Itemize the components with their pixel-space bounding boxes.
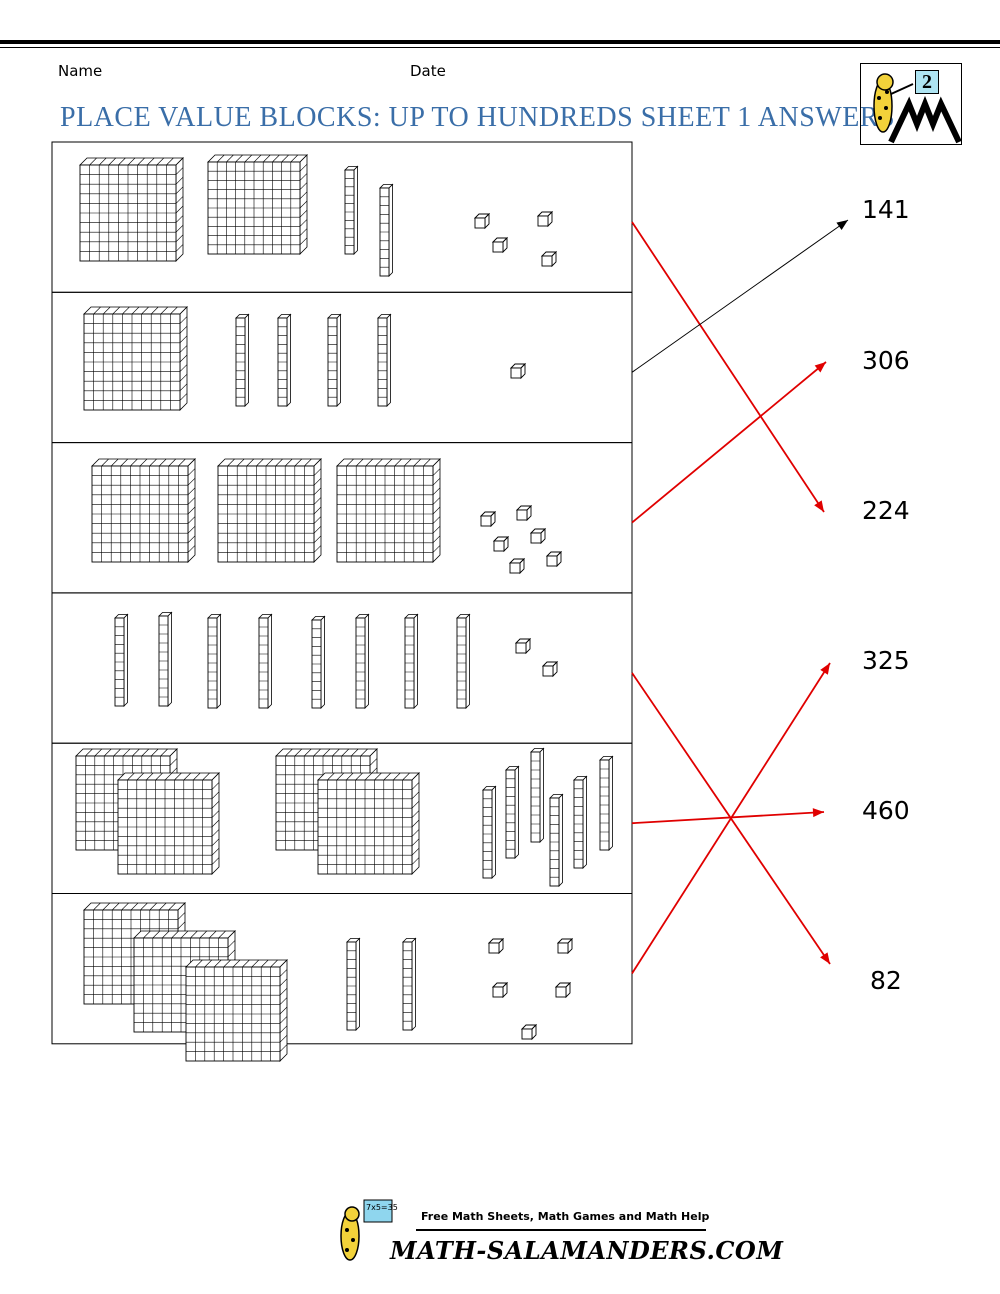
arrow-head-icon (814, 362, 826, 373)
match-arrow (631, 662, 831, 974)
match-arrow (631, 219, 849, 373)
arrow-head-icon (812, 808, 824, 818)
place-value-blocks (75, 747, 614, 887)
answer-number: 306 (862, 346, 910, 375)
answer-number: 460 (862, 796, 910, 825)
answer-number: 141 (862, 195, 910, 224)
footer-logo: 7x5=35 Free Math Sheets, Math Games and … (326, 1198, 783, 1266)
place-value-blocks (114, 611, 559, 709)
logo-number: 2 (915, 70, 939, 94)
arrow-head-icon (814, 500, 824, 512)
salamander-logo-icon (873, 73, 962, 144)
answer-number: 325 (862, 646, 910, 675)
logo-box: 2 (860, 63, 962, 145)
name-label: Name (58, 62, 103, 80)
top-rule-thick (0, 40, 1000, 44)
footer-tagline: Free Math Sheets, Math Games and Math He… (421, 1210, 710, 1223)
answer-number: 82 (870, 966, 902, 995)
date-label: Date (410, 62, 446, 80)
page-title: PLACE VALUE BLOCKS: UP TO HUNDREDS SHEET… (60, 102, 896, 133)
arrow-head-icon (820, 663, 830, 675)
place-value-blocks (83, 902, 574, 1062)
arrow-head-icon (836, 220, 848, 231)
footer-badge: 7x5=35 (366, 1203, 398, 1212)
match-arrow (631, 811, 825, 825)
top-rule-thin (0, 47, 1000, 48)
row-cell (51, 893, 633, 1045)
place-value-blocks (83, 306, 527, 411)
footer-salamander-icon (340, 1199, 706, 1261)
match-arrow (631, 221, 825, 513)
arrow-head-icon (820, 952, 830, 964)
answer-number: 224 (862, 496, 910, 525)
match-arrow (631, 361, 827, 524)
place-value-blocks (79, 154, 558, 277)
place-value-blocks (91, 458, 563, 575)
footer-site-name: MATH-SALAMANDERS.COM (390, 1236, 784, 1265)
